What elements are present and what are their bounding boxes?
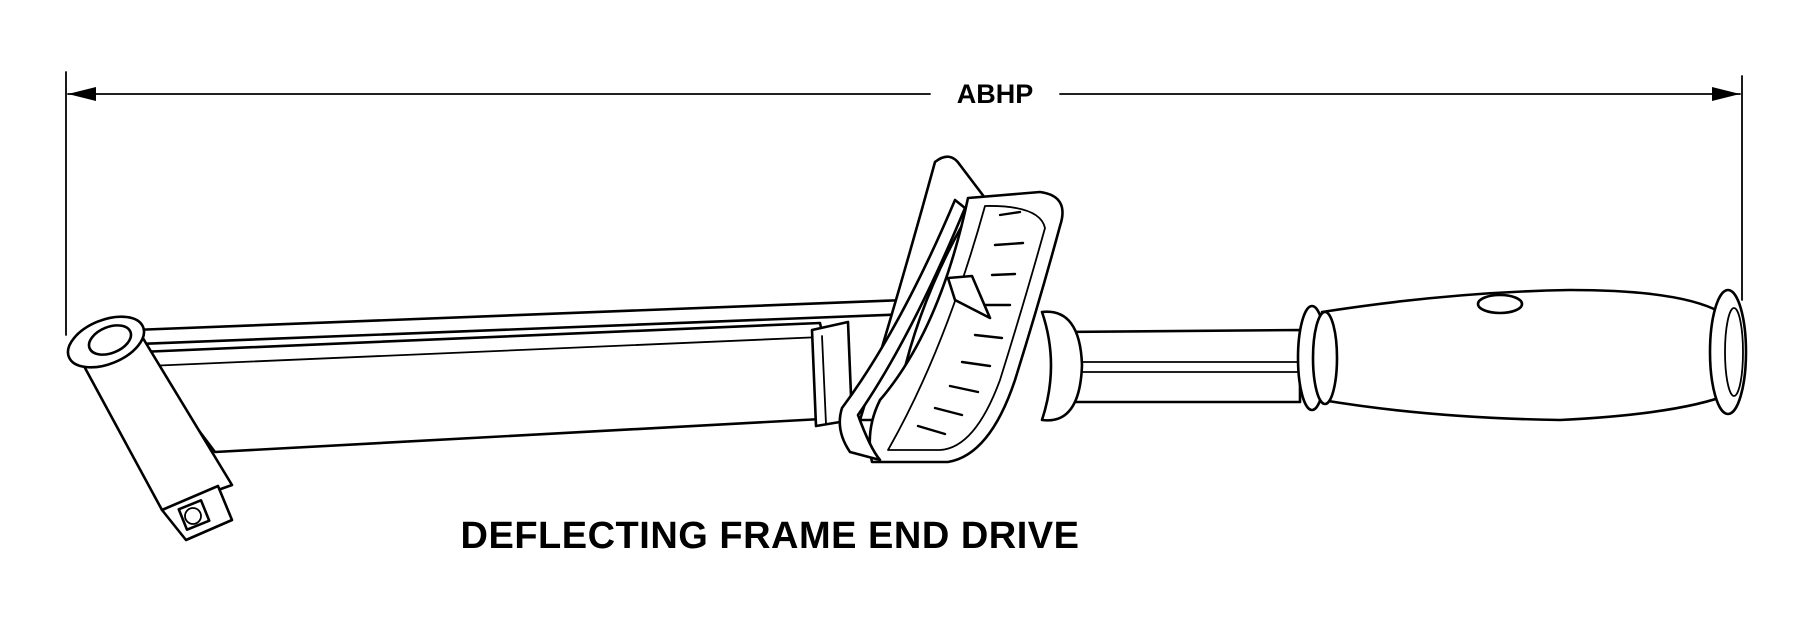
- dial-front-lip: [838, 198, 967, 462]
- grip-oval-mark: [1476, 293, 1524, 315]
- frame-beam: [138, 321, 842, 454]
- dimension-right-arrow: [1712, 87, 1740, 101]
- grip-end-cap: [1708, 288, 1748, 416]
- scale-dial: [838, 155, 1064, 464]
- grip-end-cap-inner: [1724, 307, 1744, 397]
- dimension-line: [65, 71, 1743, 336]
- beam-body: [138, 321, 842, 454]
- scale-ticks: [916, 210, 1025, 436]
- beam-upper-edge: [147, 336, 823, 367]
- shaft-collar: [1040, 310, 1084, 422]
- dial-inner-bevel: [887, 205, 1046, 451]
- shaft-body: [1058, 328, 1302, 404]
- drive-head: [66, 315, 234, 542]
- square-drive-detent: [184, 507, 202, 525]
- handle-shaft: [1040, 310, 1302, 422]
- figure-caption: DEFLECTING FRAME END DRIVE: [460, 515, 1080, 557]
- grip-collar-inner: [1311, 310, 1339, 406]
- pointer-tip: [946, 274, 992, 320]
- bracket-edge: [821, 335, 827, 425]
- grip-body: [1320, 288, 1732, 422]
- pivot-ring-inner: [87, 324, 133, 356]
- grip-handle: [1296, 288, 1748, 422]
- dimension-label: ABHP: [957, 79, 1034, 109]
- square-drive-face: [177, 499, 211, 531]
- dial-face: [868, 190, 1064, 464]
- dimension-left-arrow: [68, 87, 96, 101]
